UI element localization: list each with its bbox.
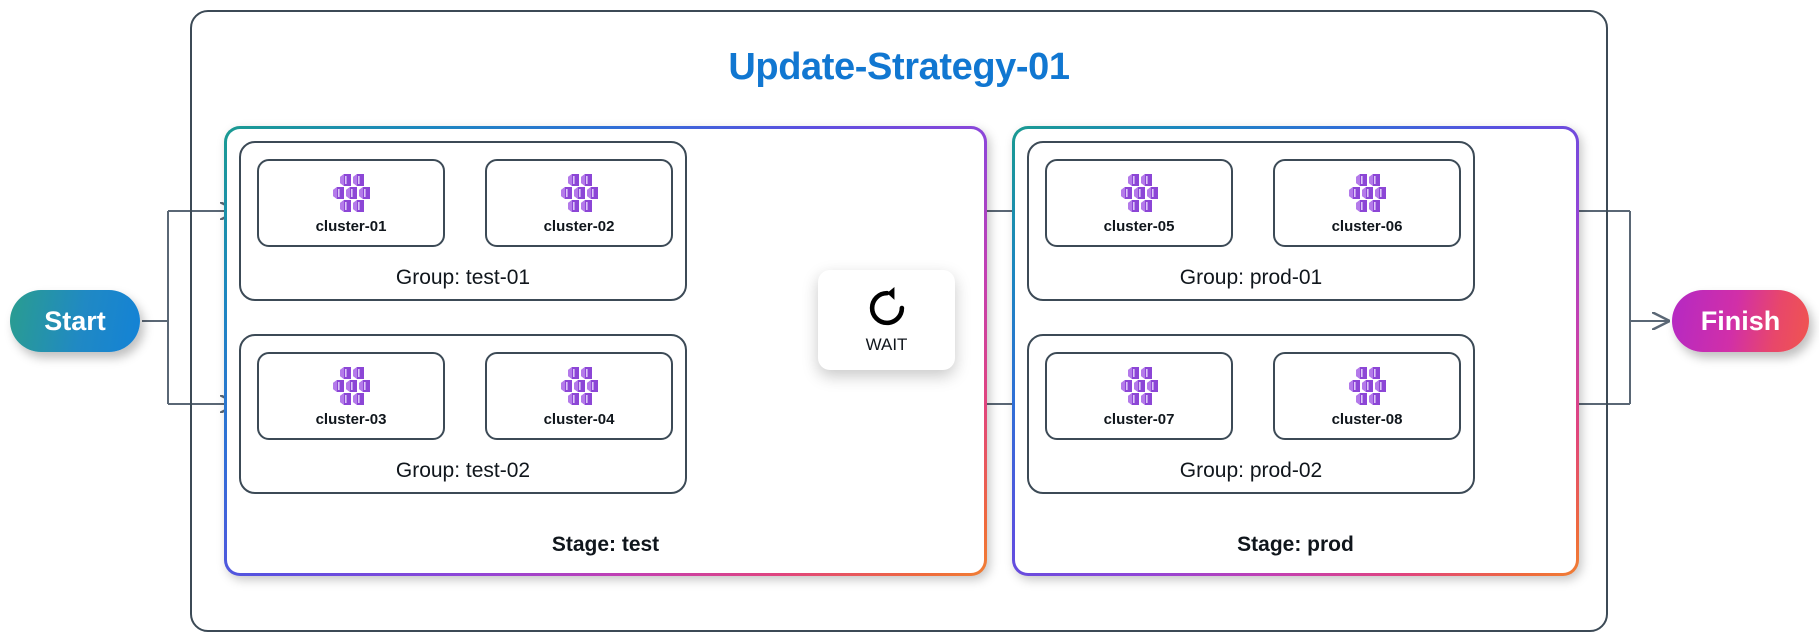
group-prod-02[interactable]: cluster-07 cluster- — [1027, 334, 1475, 494]
page-title: Update-Strategy-01 — [728, 46, 1070, 88]
group-test-01[interactable]: cluster-01 cluster- — [239, 141, 687, 301]
stage-label: Stage: prod — [1237, 533, 1354, 556]
cluster-label: cluster-07 — [1103, 410, 1175, 428]
cluster-label: cluster-06 — [1331, 217, 1403, 235]
cluster-node-cluster-06[interactable]: cluster-06 — [1273, 159, 1461, 247]
cluster-node-cluster-08[interactable]: cluster-08 — [1273, 352, 1461, 440]
finish-label: Finish — [1700, 305, 1781, 336]
group-label: Group: test-01 — [395, 266, 531, 289]
finish-terminator[interactable]: Finish — [1672, 290, 1809, 352]
kubernetes-cluster-icon — [1349, 173, 1386, 212]
update-strategy-frame — [190, 10, 1608, 632]
cluster-label: cluster-05 — [1103, 217, 1175, 235]
kubernetes-cluster-icon — [561, 173, 598, 212]
group-label: Group: prod-01 — [1179, 266, 1323, 289]
cluster-label: cluster-03 — [315, 410, 387, 428]
cluster-label: cluster-04 — [543, 410, 615, 428]
start-terminator[interactable]: Start — [10, 290, 140, 352]
cluster-node-cluster-04[interactable]: cluster-04 — [485, 352, 673, 440]
stage-label: Stage: test — [551, 533, 660, 556]
group-prod-01[interactable]: cluster-05 cluster- — [1027, 141, 1475, 301]
cluster-node-cluster-02[interactable]: cluster-02 — [485, 159, 673, 247]
cluster-node-cluster-01[interactable]: cluster-01 — [257, 159, 445, 247]
group-label: Group: test-02 — [395, 459, 531, 482]
wait-node[interactable]: WAIT — [818, 270, 955, 370]
cluster-label: cluster-01 — [315, 217, 387, 235]
kubernetes-cluster-icon — [333, 366, 370, 405]
rotate-ccw-icon — [869, 287, 904, 326]
cluster-node-cluster-03[interactable]: cluster-03 — [257, 352, 445, 440]
wait-label: WAIT — [865, 335, 908, 354]
start-label: Start — [44, 305, 106, 336]
kubernetes-cluster-icon — [333, 173, 370, 212]
group-test-02[interactable]: cluster-03 cluster- — [239, 334, 687, 494]
stage-prod[interactable]: cluster-05 cluster- — [1012, 126, 1579, 576]
cluster-node-cluster-05[interactable]: cluster-05 — [1045, 159, 1233, 247]
kubernetes-cluster-icon — [1349, 366, 1386, 405]
cluster-label: cluster-08 — [1331, 410, 1403, 428]
cluster-label: cluster-02 — [543, 217, 615, 235]
kubernetes-cluster-icon — [561, 366, 598, 405]
cluster-node-cluster-07[interactable]: cluster-07 — [1045, 352, 1233, 440]
group-label: Group: prod-02 — [1179, 459, 1323, 482]
stage-test[interactable]: cluster-01 cluster- — [224, 126, 987, 576]
kubernetes-cluster-icon — [1121, 173, 1158, 212]
kubernetes-cluster-icon — [1121, 366, 1158, 405]
